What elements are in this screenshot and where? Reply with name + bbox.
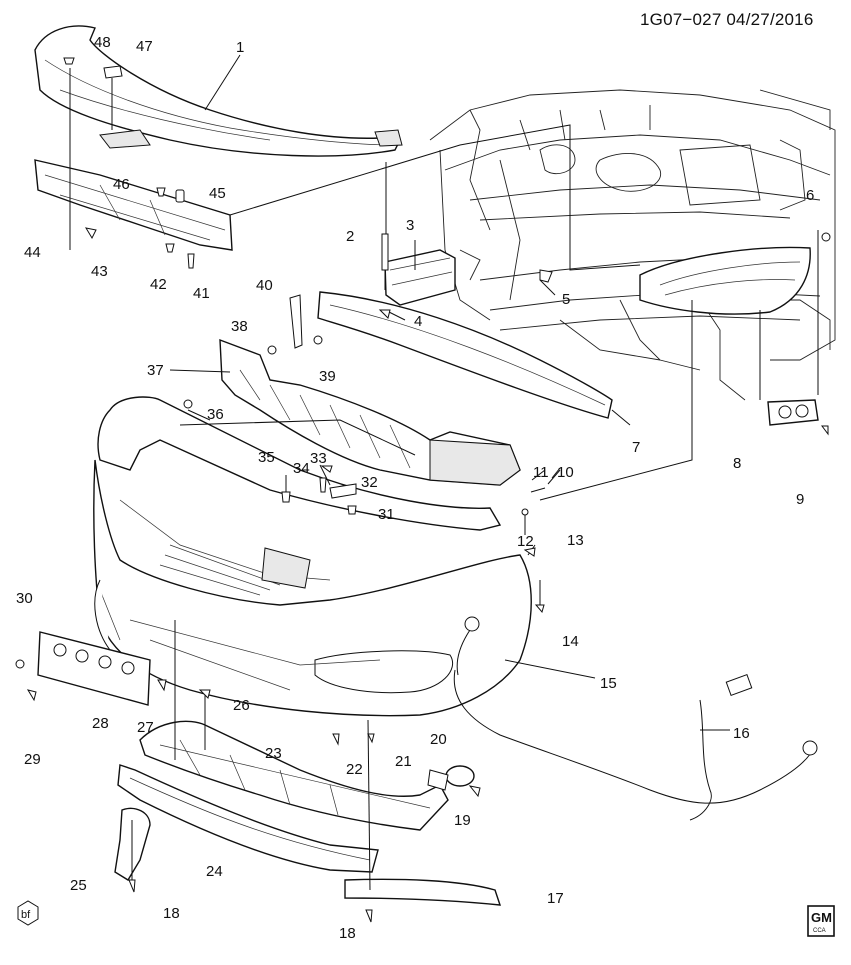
label-26: 26	[233, 697, 250, 714]
label-22: 22	[346, 761, 363, 778]
label-20: 20	[430, 731, 447, 748]
label-3: 3	[406, 217, 414, 234]
label-35: 35	[258, 449, 275, 466]
part-license-bracket	[37, 631, 151, 706]
gm-logo: GM CCA	[807, 905, 835, 937]
label-1: 1	[236, 39, 244, 56]
label-39: 39	[319, 368, 336, 385]
engine-bay	[429, 89, 836, 401]
label-4: 4	[414, 313, 422, 330]
part-front-fascia	[93, 396, 532, 717]
part-lower-deflector	[139, 720, 449, 831]
part-lower-valance	[117, 764, 379, 873]
label-19: 19	[454, 812, 471, 829]
label-16: 16	[733, 725, 750, 742]
label-21: 21	[395, 753, 412, 770]
part-labels: 1 2 3 4 5 6 7 8 9 10 11 12 13 14 15 16 1…	[16, 34, 814, 942]
label-17: 17	[547, 890, 564, 907]
label-36: 36	[207, 406, 224, 423]
label-40: 40	[256, 277, 273, 294]
part-energy-absorber	[219, 338, 521, 486]
label-23: 23	[265, 745, 282, 762]
part-bracket-3	[384, 249, 456, 306]
label-30: 30	[16, 590, 33, 607]
label-34: 34	[293, 460, 310, 477]
label-45: 45	[209, 185, 226, 202]
part-impact-bar	[317, 291, 613, 419]
corner-badge: bf	[17, 900, 39, 926]
label-38: 38	[231, 318, 248, 335]
label-48: 48	[94, 34, 111, 51]
gm-logo-text: GM	[811, 910, 832, 925]
label-32: 32	[361, 474, 378, 491]
label-29: 29	[24, 751, 41, 768]
label-13: 13	[567, 532, 584, 549]
label-25: 25	[70, 877, 87, 894]
fasteners	[15, 57, 831, 923]
part-fog-lamp	[767, 399, 819, 426]
label-31: 31	[378, 506, 395, 523]
label-8: 8	[733, 455, 741, 472]
label-37: 37	[147, 362, 164, 379]
label-33: 33	[310, 450, 327, 467]
diagram-id: 1G07−027 04/27/2016	[640, 10, 814, 29]
label-15: 15	[600, 675, 617, 692]
label-2: 2	[346, 228, 354, 245]
label-47: 47	[136, 38, 153, 55]
label-28: 28	[92, 715, 109, 732]
part-horn	[427, 765, 475, 791]
label-27: 27	[137, 719, 154, 736]
label-41: 41	[193, 285, 210, 302]
label-14: 14	[562, 633, 579, 650]
label-5: 5	[562, 291, 570, 308]
corner-badge-text: bf	[21, 909, 31, 921]
label-11: 11	[533, 464, 549, 481]
label-18b: 18	[339, 925, 356, 942]
label-18a: 18	[163, 905, 180, 922]
part-trim-strip	[344, 878, 502, 906]
part-harness	[453, 616, 818, 821]
label-43: 43	[91, 263, 108, 280]
label-9: 9	[796, 491, 804, 508]
label-7: 7	[632, 439, 640, 456]
label-12: 12	[517, 533, 534, 550]
label-24: 24	[206, 863, 223, 880]
part-bracket-44	[34, 159, 233, 251]
label-6: 6	[806, 187, 814, 204]
gm-logo-sub: CCA	[813, 928, 826, 934]
leader-lines	[69, 54, 819, 891]
part-upper-deflector	[34, 25, 403, 157]
label-10: 10	[557, 464, 574, 481]
label-44: 44	[24, 244, 41, 261]
label-46: 46	[113, 176, 130, 193]
label-42: 42	[150, 276, 167, 293]
